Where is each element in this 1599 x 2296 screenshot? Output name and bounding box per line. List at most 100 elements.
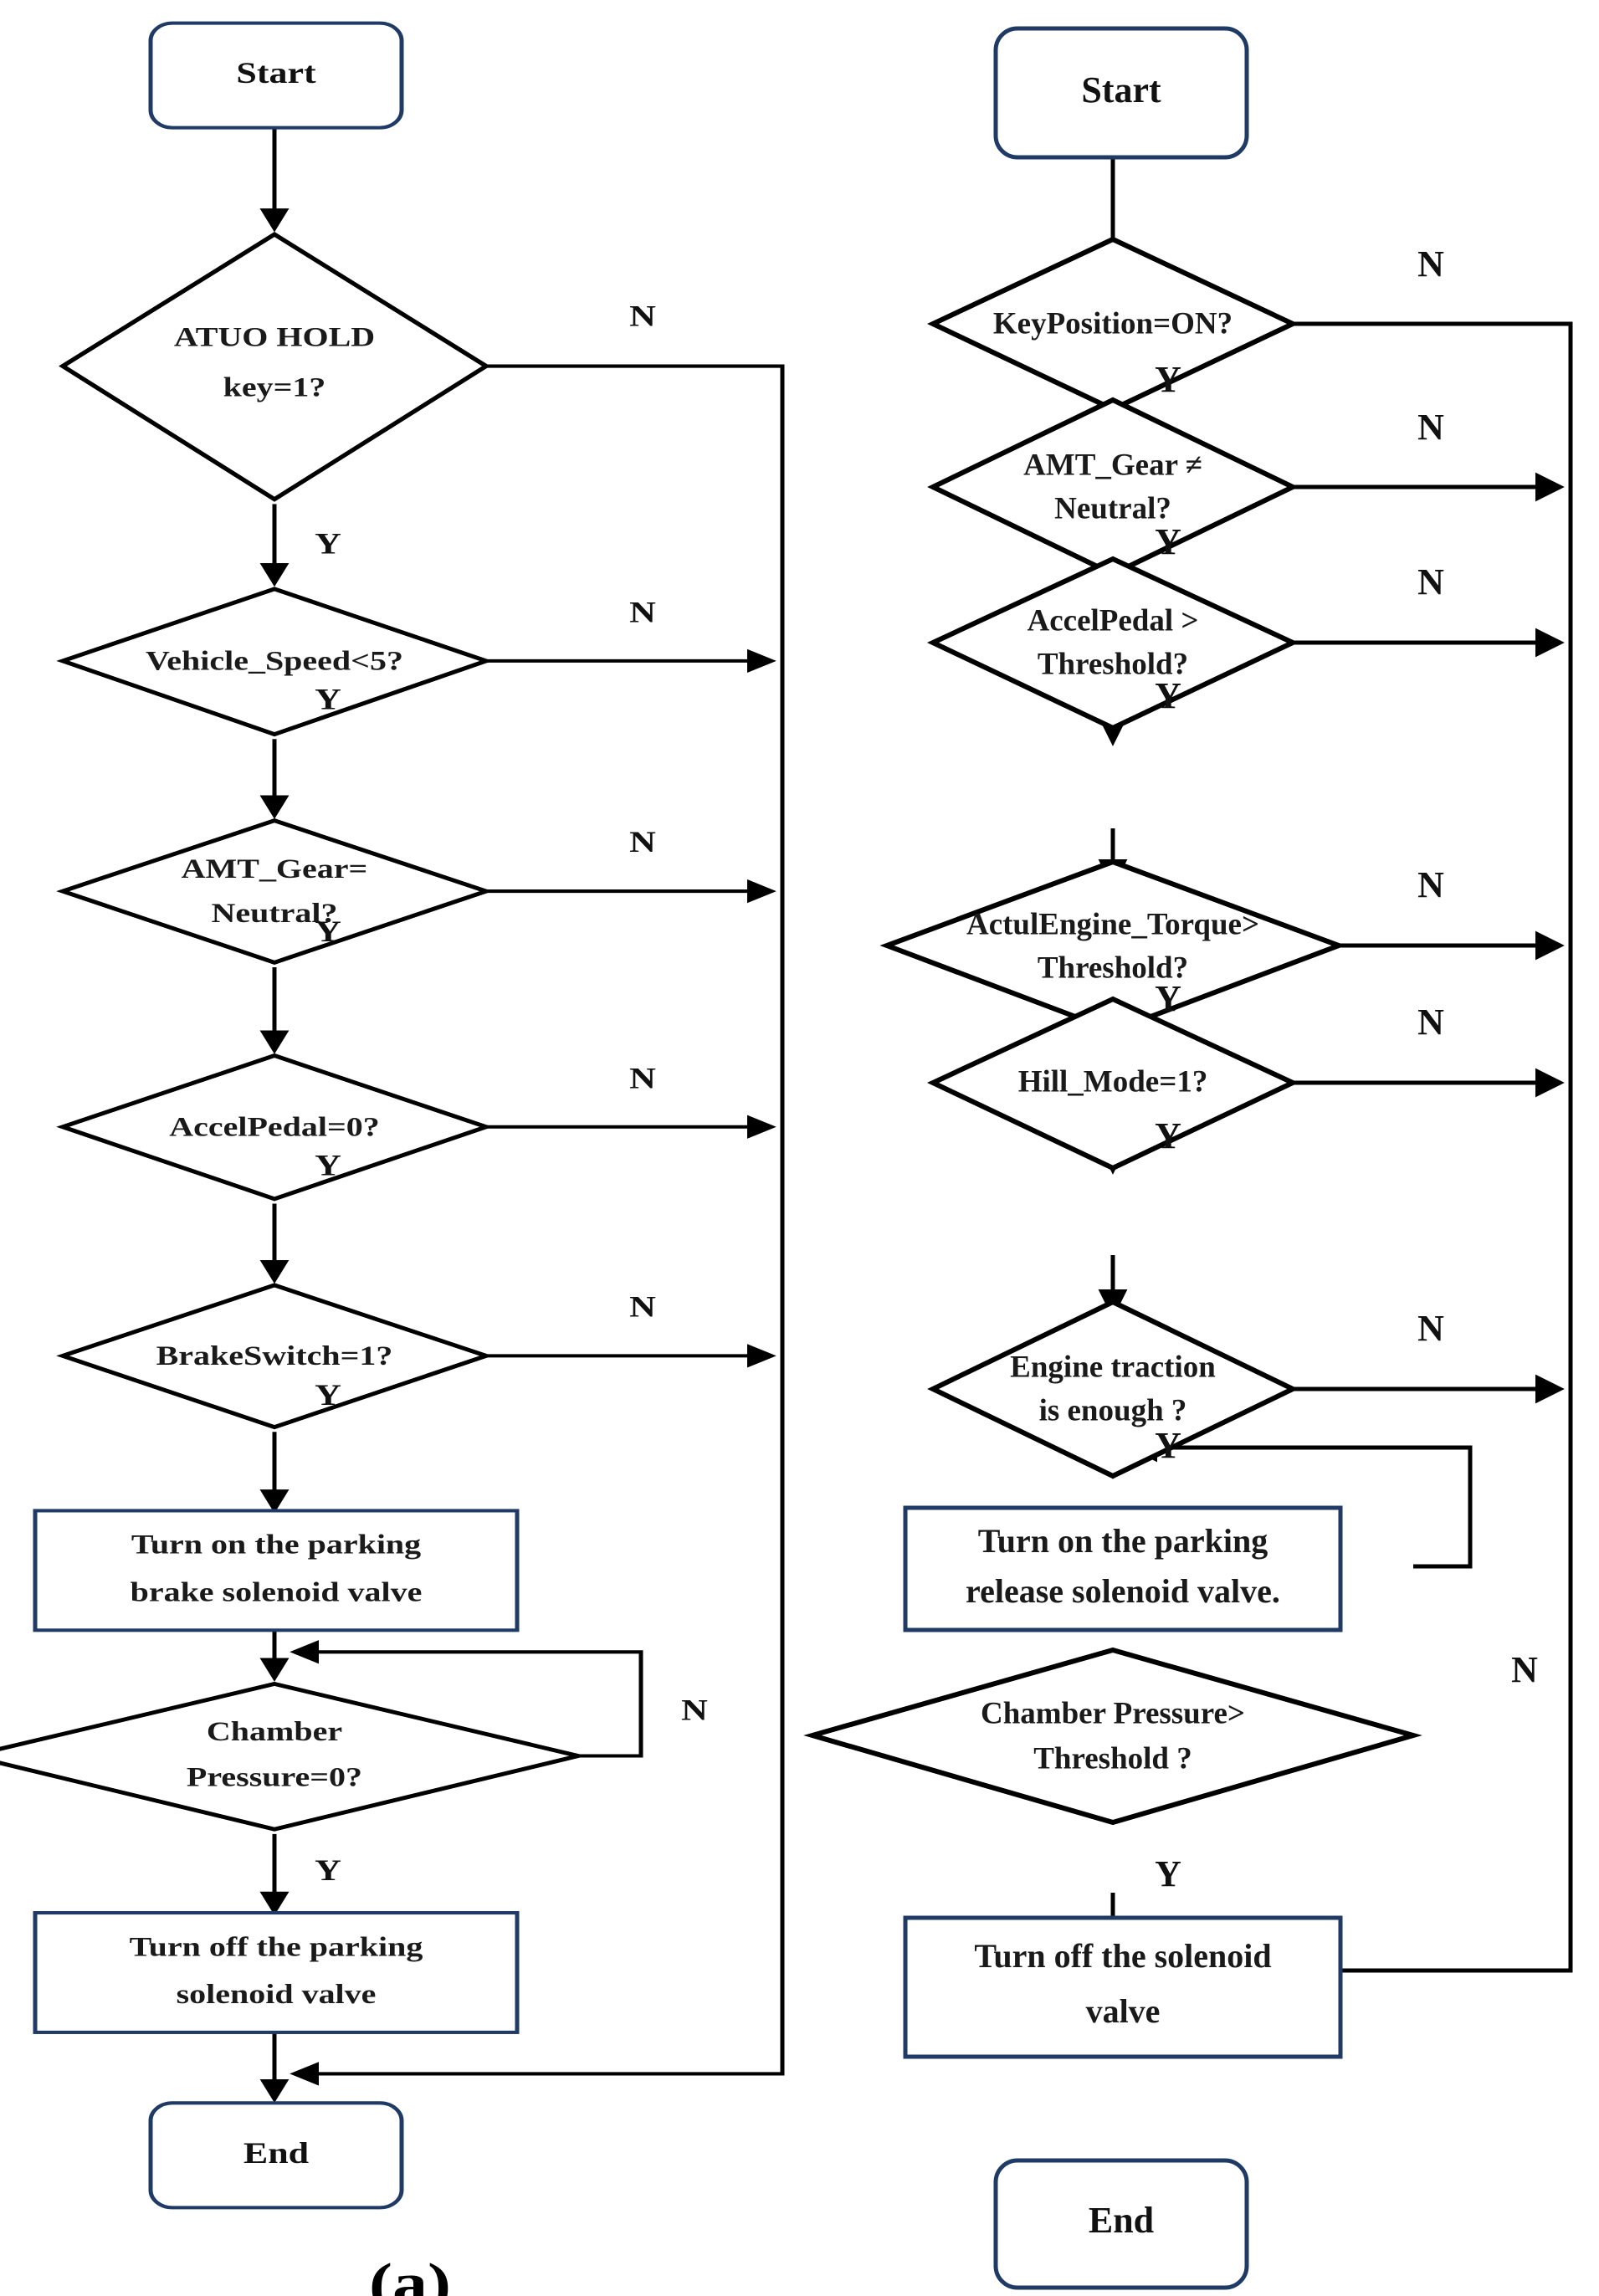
b-d2-line2: Neutral?: [1054, 491, 1171, 525]
b-d1-line1: KeyPosition=ON?: [993, 306, 1233, 341]
a-process-turn-off-parking: Turn off the parking solenoid valve: [33, 1910, 520, 2034]
b-d6-yes-label: Y: [1155, 1425, 1181, 1466]
b-decision-engine-traction: Engine traction is enough ? Y N: [927, 1299, 1444, 1479]
b-d1-yes-label: Y: [1155, 359, 1181, 400]
a-d1-line2: key=1?: [223, 372, 326, 402]
a-decision-accel-pedal: AccelPedal=0? Y N: [56, 1053, 656, 1202]
a-d2-yes-label: Y: [315, 683, 341, 716]
a-d3-line1: AMT_Gear=: [182, 853, 368, 884]
b-p2-line1: Turn off the solenoid: [974, 1937, 1271, 1975]
a-d6-shape: [0, 1681, 587, 1832]
b-d7-yes-label: Y: [1155, 1853, 1181, 1894]
panel-a-edges: [259, 127, 785, 2104]
a-decision-amt-gear: AMT_Gear= Neutral? Y N: [56, 818, 656, 965]
a-d5-shape: [56, 1283, 493, 1430]
b-p1-line1: Turn on the parking: [978, 1522, 1268, 1560]
a-decision-auto-hold-key: ATUO HOLD key=1? Y N: [59, 232, 656, 561]
b-d7-no-label: N: [1511, 1649, 1538, 1690]
b-d4-line2: Threshold?: [1038, 951, 1188, 985]
a-p2-line2: solenoid valve: [177, 1980, 377, 2010]
a-end-shape: [148, 2101, 404, 2210]
b-decision-hill-mode: Hill_Mode=1? Y N: [926, 996, 1444, 1171]
a-start-node: Start: [148, 21, 404, 130]
a-decision-brake-switch: BrakeSwitch=1? Y N: [56, 1283, 656, 1430]
b-d6-line2: is enough ?: [1039, 1393, 1187, 1427]
a-d1-no-label: N: [629, 300, 656, 333]
b-d6-no-label: N: [1417, 1308, 1444, 1349]
b-d2-line1: AMT_Gear ≠: [1023, 448, 1202, 482]
a-decision-vehicle-speed: Vehicle_Speed<5? Y N: [56, 587, 656, 737]
b-d2-no-label: N: [1417, 407, 1444, 448]
a-d6-no-label: N: [681, 1693, 708, 1726]
a-d1-yes-label: Y: [315, 527, 341, 561]
b-d6-shape: [927, 1299, 1299, 1479]
a-d6-line1: Chamber: [207, 1716, 342, 1746]
a-d3-shape: [56, 818, 493, 965]
b-p1-line2: release solenoid valve.: [966, 1572, 1280, 1610]
a-p1-line1: Turn on the parking: [131, 1530, 421, 1560]
b-d4-line1: ActulEngine_Torque>: [966, 907, 1259, 941]
a-d4-no-label: N: [629, 1062, 656, 1095]
b-d3-yes-label: Y: [1155, 675, 1181, 716]
b-p2-line2: valve: [1086, 1992, 1161, 2030]
b-end-label: End: [1089, 2200, 1154, 2241]
b-d3-no-label: N: [1417, 561, 1444, 602]
b-d5-line1: Hill_Mode=1?: [1018, 1064, 1208, 1099]
a-end-node: End: [148, 2101, 404, 2210]
b-process-turn-on-release: Turn on the parking release solenoid val…: [903, 1505, 1343, 1632]
b-d7-line2: Threshold ?: [1033, 1741, 1192, 1776]
a-p1-shape: [33, 1509, 520, 1632]
panel-a: Start ATUO HOLD key=1? Y N Vehicle_Speed…: [0, 21, 785, 2296]
edge-no-bus-a: [290, 364, 785, 2086]
b-p1-shape: [903, 1505, 1343, 1632]
a-start-label: Start: [236, 56, 316, 90]
a-d1-line1: ATUO HOLD: [174, 322, 375, 352]
b-decision-accel-pedal: AccelPedal > Threshold? Y N: [926, 556, 1444, 731]
b-d5-no-label: N: [1417, 1002, 1444, 1043]
a-decision-chamber-pressure: Chamber Pressure=0? Y N: [0, 1681, 708, 1887]
a-d3-no-label: N: [629, 825, 656, 858]
b-decision-chamber-pressure: Chamber Pressure> Threshold ? Y N: [803, 1647, 1538, 1894]
b-end-node: End: [993, 2158, 1249, 2290]
a-p2-line1: Turn off the parking: [130, 1932, 423, 1962]
a-d2-no-label: N: [629, 596, 656, 629]
a-d3-yes-label: Y: [315, 915, 341, 948]
a-d2-shape: [56, 587, 493, 737]
b-d7-line1: Chamber Pressure>: [981, 1696, 1245, 1730]
b-process-turn-off-solenoid: Turn off the solenoid valve: [903, 1915, 1343, 2059]
b-decision-amt-gear: AMT_Gear ≠ Neutral? Y N: [927, 397, 1444, 577]
edge-b-no-bus: [1128, 321, 1573, 1986]
b-decision-engine-torque: ActulEngine_Torque> Threshold? Y N: [879, 858, 1444, 1034]
a-process-turn-on-parking-brake: Turn on the parking brake solenoid valve: [33, 1509, 520, 1632]
b-d4-yes-label: Y: [1155, 978, 1181, 1019]
b-d5-yes-label: Y: [1155, 1115, 1181, 1156]
a-d3-line2: Neutral?: [211, 898, 337, 928]
b-start-label: Start: [1081, 69, 1161, 110]
edge-b-d8-no-loop: [1128, 1432, 1473, 1569]
b-d1-no-label: N: [1417, 243, 1444, 284]
panel-b: Start KeyPosition=ON? Y N AMT_Gear ≠ Neu…: [803, 26, 1573, 2290]
b-start-shape: [993, 26, 1249, 160]
b-d2-yes-label: Y: [1155, 521, 1181, 562]
b-d3-line2: Threshold?: [1038, 647, 1188, 681]
a-caption: (a): [369, 2252, 451, 2296]
a-p2-shape: [33, 1910, 520, 2034]
b-d4-no-label: N: [1417, 864, 1444, 905]
b-end-shape: [993, 2158, 1249, 2290]
a-d6-line2: Pressure=0?: [187, 1762, 362, 1792]
a-end-label: End: [243, 2136, 309, 2170]
b-d2-shape: [927, 397, 1299, 577]
b-p2-shape: [903, 1915, 1343, 2059]
b-d3-shape: [926, 556, 1299, 731]
b-d7-shape: [803, 1647, 1422, 1826]
a-d4-shape: [56, 1053, 493, 1202]
a-p1-line2: brake solenoid valve: [131, 1577, 423, 1607]
a-d4-yes-label: Y: [315, 1148, 341, 1181]
a-d2-line1: Vehicle_Speed<5?: [146, 646, 403, 676]
b-start-node: Start: [993, 26, 1249, 160]
a-d1-shape: [59, 232, 490, 502]
edge-d6-no-loop: [290, 1640, 643, 1758]
a-d5-yes-label: Y: [315, 1378, 341, 1412]
